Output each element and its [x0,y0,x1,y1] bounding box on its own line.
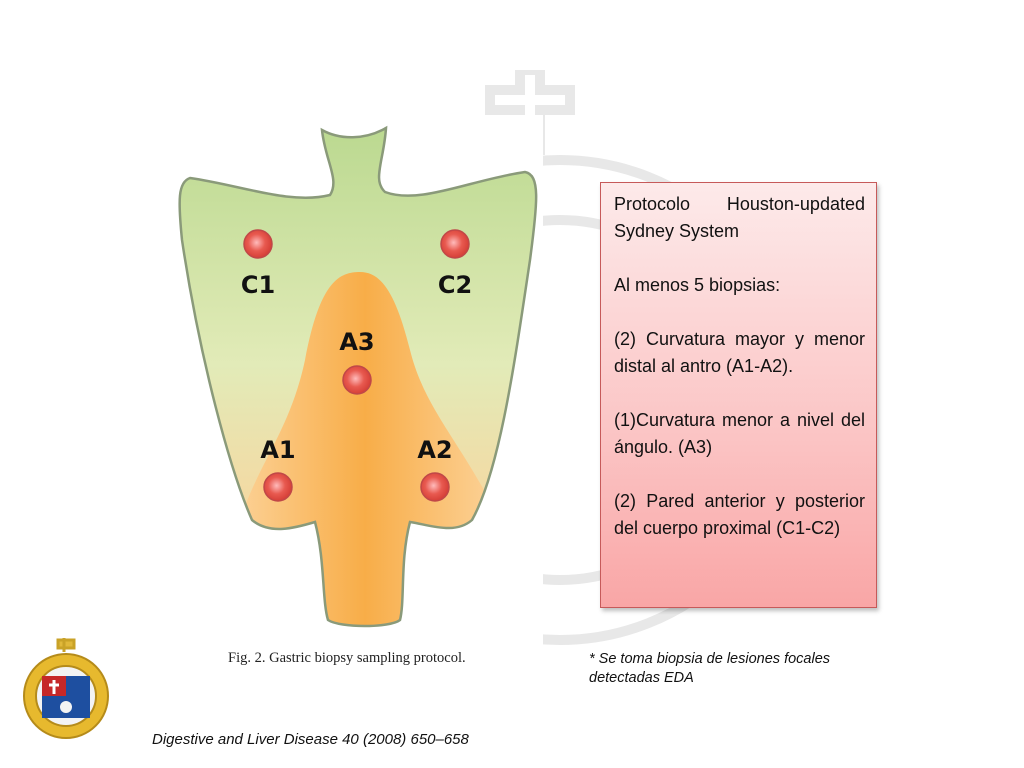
biopsy-point-c1 [243,229,273,259]
stomach-diagram: C1 C2 A3 A1 A2 [178,126,538,628]
biopsy-point-a3 [342,365,372,395]
protocol-paragraph: (2) Pared anterior y posterior del cuerp… [614,491,865,538]
protocol-paragraph: (1)Curvatura menor a nivel del ángulo. (… [614,410,865,457]
point-label-a2: A2 [417,436,452,464]
protocol-paragraph: (2) Curvatura mayor y menor distal al an… [614,329,865,376]
point-label-a3: A3 [339,328,374,356]
reference-citation: Digestive and Liver Disease 40 (2008) 65… [152,731,469,748]
protocol-paragraph: Al menos 5 biopsias: [614,275,781,295]
biopsy-point-a1 [263,472,293,502]
protocol-title: Protocolo Houston-updated Sydney System [614,194,865,241]
protocol-textbox: Protocolo Houston-updated Sydney System … [600,182,877,608]
point-label-c1: C1 [241,271,275,299]
biopsy-point-c2 [440,229,470,259]
university-logo [23,638,109,739]
point-label-c2: C2 [438,271,472,299]
biopsy-point-a2 [420,472,450,502]
figure-caption: Fig. 2. Gastric biopsy sampling protocol… [228,650,466,666]
gastric-diagram-figure: C1 C2 A3 A1 A2 [170,115,543,670]
footnote: * Se toma biopsia de lesiones focales de… [589,651,831,686]
point-label-a1: A1 [260,436,295,464]
